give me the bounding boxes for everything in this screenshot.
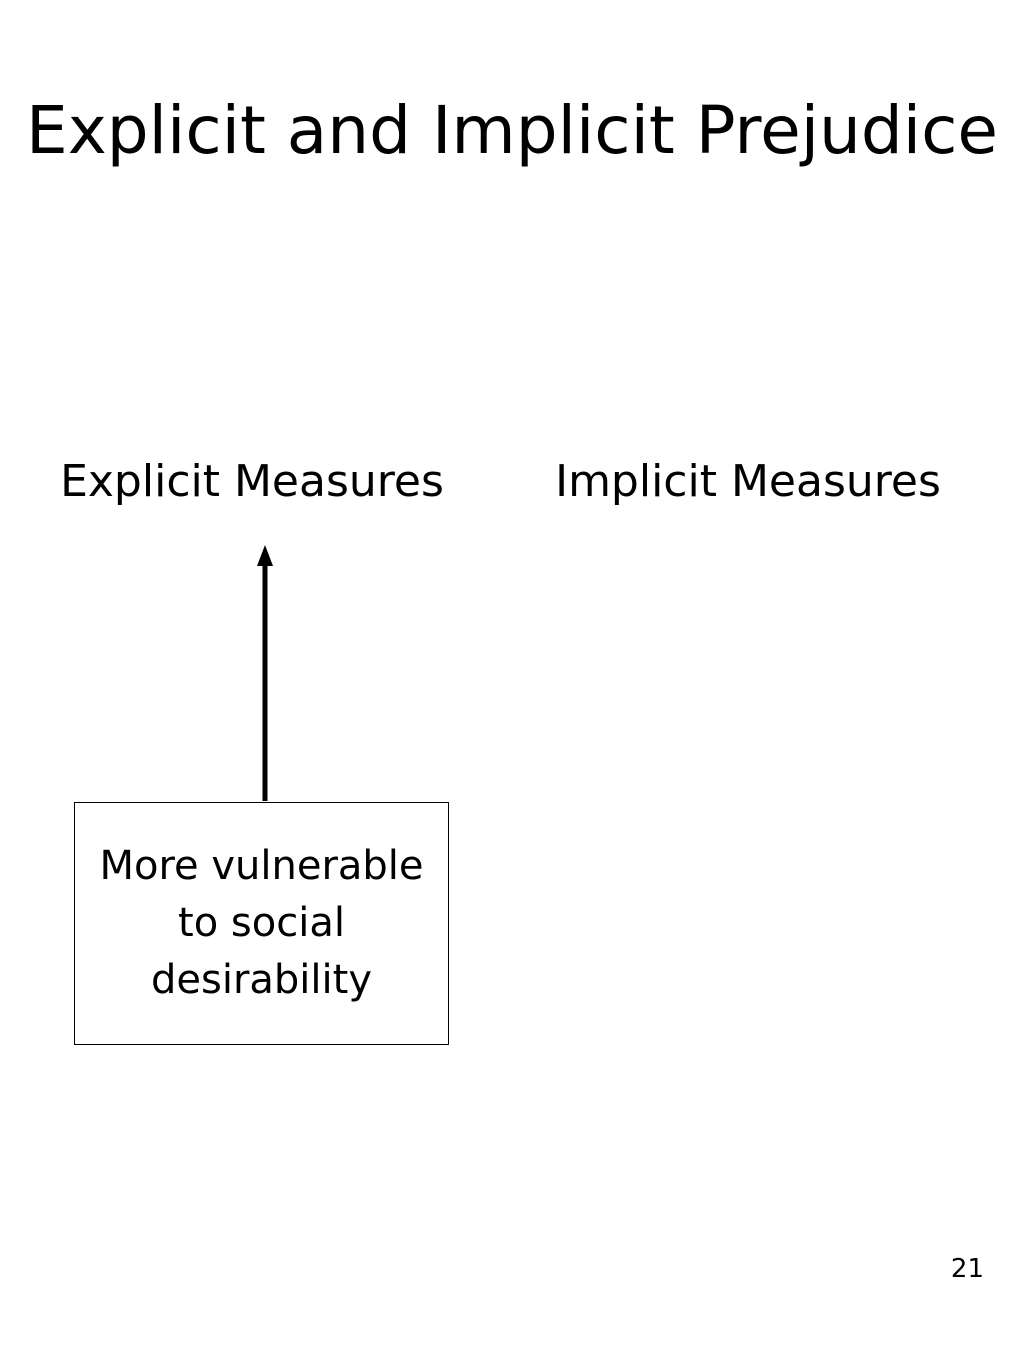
page-number: 21 — [950, 1254, 984, 1284]
explicit-measures-label: Explicit Measures — [60, 456, 444, 507]
slide-title: Explicit and Implicit Prejudice — [26, 92, 998, 169]
social-desirability-box: More vulnerable to social desirability — [74, 802, 449, 1045]
social-desirability-text: More vulnerable to social desirability — [99, 843, 424, 1003]
implicit-measures-label: Implicit Measures — [555, 456, 941, 507]
arrow-head — [257, 545, 273, 566]
